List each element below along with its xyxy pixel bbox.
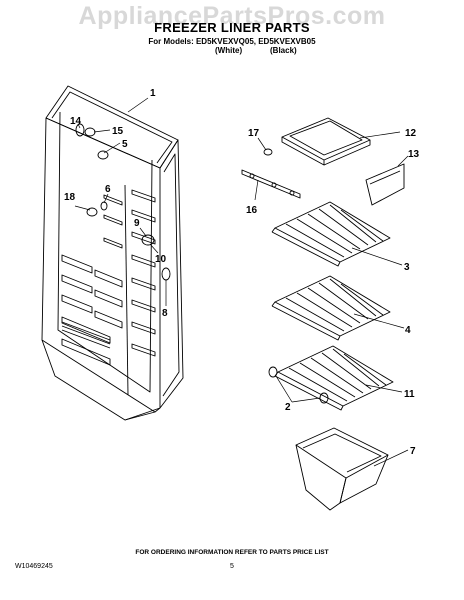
callout-14: 14: [70, 116, 82, 127]
shelf-bracket: [241, 169, 301, 199]
callout-13: 13: [408, 149, 420, 160]
callout-12: 12: [405, 128, 417, 139]
shelf-trim: [365, 163, 405, 206]
callout-7: 7: [410, 446, 416, 457]
callout-6: 6: [105, 184, 111, 195]
callout-5: 5: [122, 139, 128, 150]
page-title: FREEZER LINER PARTS: [154, 20, 310, 35]
models-line: For Models: ED5KVEXVQ05, ED5KVEXVB05: [148, 37, 316, 46]
ordering-note: FOR ORDERING INFORMATION REFER TO PARTS …: [135, 549, 329, 556]
screw: [263, 148, 273, 156]
callout-17: 17: [248, 128, 260, 139]
watermark: AppliancePartsPros.com: [78, 2, 386, 30]
variant-black: (Black): [270, 46, 297, 55]
variant-white: (White): [215, 46, 243, 55]
glass-shelf: [281, 117, 371, 166]
wire-shelf-lower: [274, 345, 394, 411]
wire-shelf-upper: [271, 201, 391, 267]
page-number: 5: [230, 563, 234, 570]
freezer-liner: [41, 85, 184, 421]
callout-1: 1: [150, 88, 156, 99]
wire-shelf-middle: [271, 275, 391, 341]
callout-4: 4: [405, 325, 411, 336]
callout-11: 11: [404, 389, 415, 400]
callout-10: 10: [155, 254, 167, 265]
callout-9: 9: [134, 218, 140, 229]
callout-labels: 1 14 15 5 18 6 9 10 8 17 12 13 16 3 4 11…: [64, 88, 420, 457]
callout-18: 18: [64, 192, 76, 203]
document-number: W10469245: [15, 563, 53, 570]
callout-15: 15: [112, 126, 124, 137]
callout-2: 2: [285, 402, 291, 413]
callout-8: 8: [162, 308, 168, 319]
leader-lines: [74, 97, 409, 467]
callout-3: 3: [404, 262, 410, 273]
freezer-bin: [295, 427, 389, 511]
callout-16: 16: [246, 205, 258, 216]
